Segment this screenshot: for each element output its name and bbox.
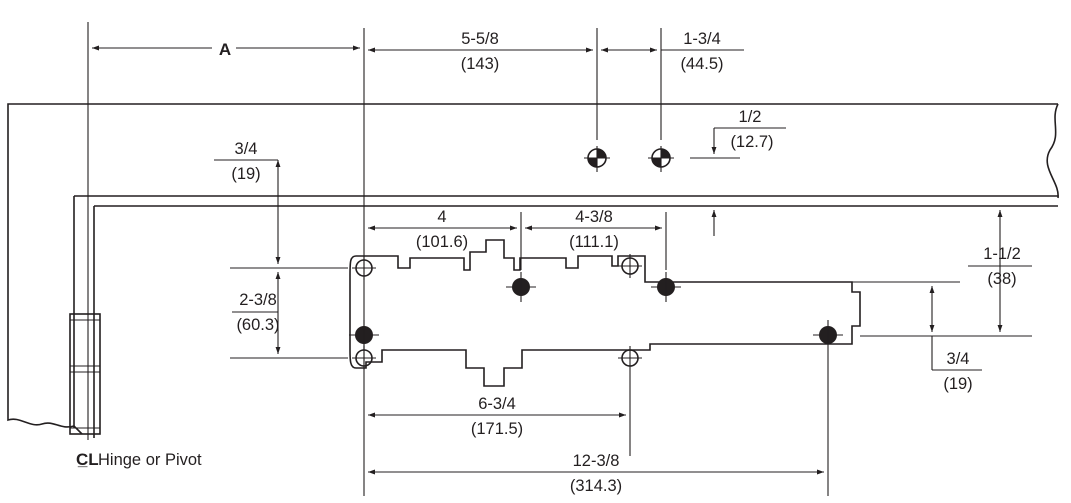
dim-label-mm: (60.3): [236, 316, 279, 334]
dim-label-fraction: 12-3/8: [573, 452, 620, 470]
dim-label-mm: (101.6): [416, 233, 468, 251]
dim-label-fraction: 3/4: [947, 350, 970, 368]
filled-hole: [813, 320, 843, 350]
hinge-label-group: C̲L Hinge or Pivot: [76, 450, 202, 469]
dim-label-mm: (19): [231, 165, 260, 183]
filled-hole: [651, 272, 681, 302]
dim-label-mm: (171.5): [471, 420, 523, 438]
frame-outline: [7, 103, 1059, 438]
dimension-5-5-8: 5-5/8 (143): [368, 30, 593, 73]
dimension-a: A: [92, 40, 360, 59]
open-hole: [618, 254, 642, 278]
mounting-plate-outline: [349, 239, 861, 387]
dim-label-mm: (12.7): [730, 133, 773, 151]
dimension-2-3-8: 2-3/8 (60.3): [232, 272, 281, 354]
dim-label-mm: (143): [461, 55, 500, 73]
dim-label-fraction: 3/4: [235, 140, 258, 158]
dimension-4-3-8: 4-3/8 (111.1): [525, 208, 662, 251]
hinge-label: Hinge or Pivot: [98, 451, 202, 469]
open-hole: [618, 346, 642, 370]
dimension-a-label: A: [219, 40, 231, 59]
dim-label-fraction: 4: [437, 208, 446, 226]
dimension-1-2: 1/2 (12.7): [711, 108, 786, 236]
dim-label-fraction: 1-3/4: [683, 30, 721, 48]
dimension-3-4-right: 3/4 (19): [929, 286, 982, 393]
dim-label-mm: (38): [987, 270, 1016, 288]
dimension-4: 4 (101.6): [368, 208, 517, 251]
dim-label-fraction: 6-3/4: [478, 395, 516, 413]
dim-label-fraction: 1/2: [739, 108, 762, 126]
dim-label-mm: (19): [943, 375, 972, 393]
dim-label-fraction: 1-1/2: [983, 245, 1021, 263]
extension-lines: [230, 28, 1032, 496]
dim-label-fraction: 2-3/8: [239, 291, 277, 309]
dim-label-mm: (44.5): [680, 55, 723, 73]
header-hole-symbol: [648, 146, 674, 172]
header-hole-symbol: [584, 146, 610, 172]
dimension-1-3-4: 1-3/4 (44.5): [601, 30, 744, 73]
filled-hole: [506, 272, 536, 302]
dimension-12-3-8: 12-3/8 (314.3): [368, 452, 824, 495]
dim-label-fraction: 5-5/8: [461, 30, 499, 48]
dimension-3-4-upper: 3/4 (19): [214, 140, 281, 264]
dimension-1-1-2: 1-1/2 (38): [968, 210, 1032, 332]
dim-label-mm: (314.3): [570, 477, 622, 495]
dim-label-mm: (111.1): [569, 233, 619, 251]
centerline-symbol: C̲L: [76, 450, 99, 469]
dim-label-fraction: 4-3/8: [575, 208, 613, 226]
hinge-knuckle: [69, 313, 101, 435]
dimension-6-3-4: 6-3/4 (171.5): [368, 395, 626, 438]
